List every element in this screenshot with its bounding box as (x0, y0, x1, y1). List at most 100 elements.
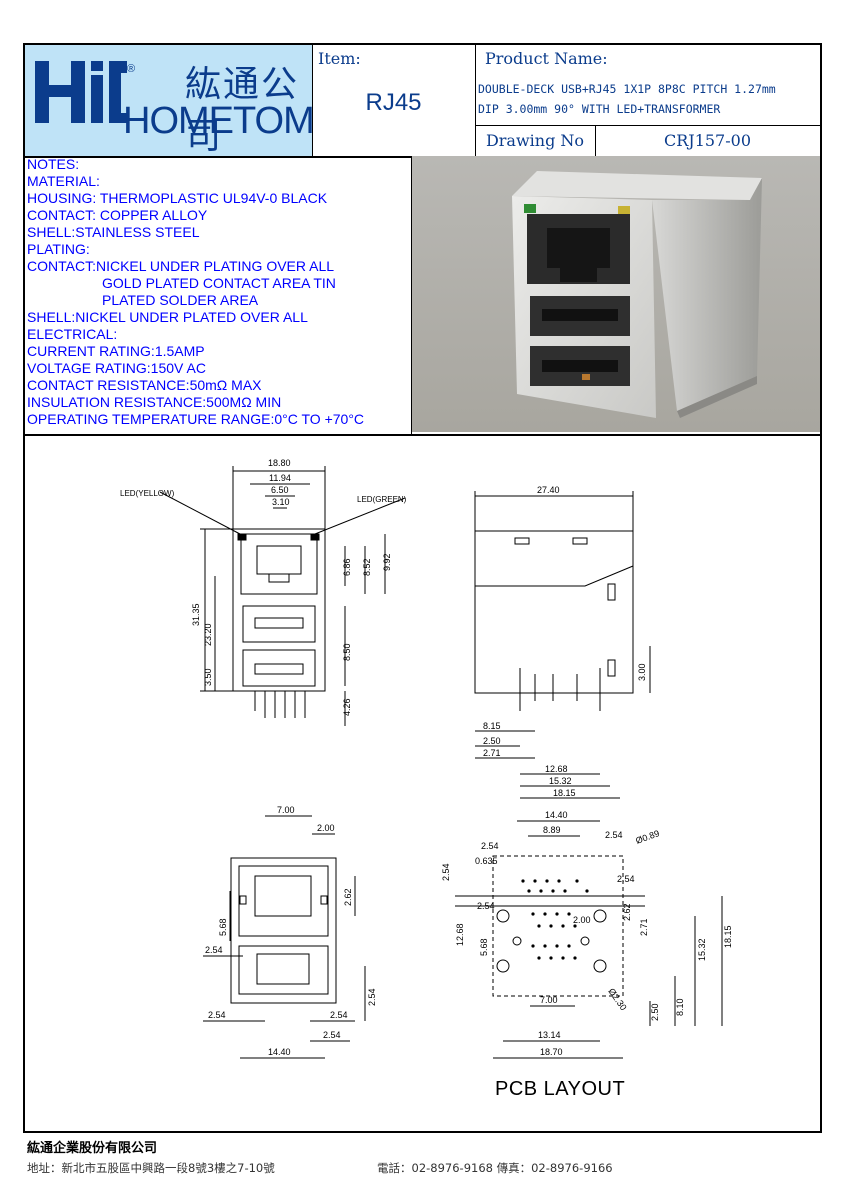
note-line: PLATING: (27, 241, 90, 257)
dim-label: 31.35 (191, 603, 201, 626)
dim-label: 2.00 (573, 915, 591, 925)
technical-drawing-area: 18.80 11.94 6.50 3.10 6.86 8.52 9.92 31.… (25, 436, 820, 1131)
dim-label: 2.50 (483, 736, 501, 746)
side-view (474, 491, 651, 799)
dim-label: 0.635 (475, 856, 498, 866)
note-line: INSULATION RESISTANCE:500MΩ MIN (27, 394, 282, 410)
note-line: SHELL:NICKEL UNDER PLATED OVER ALL (27, 309, 308, 325)
dim-label: Ø0.89 (634, 828, 660, 846)
dim-label: 15.32 (549, 776, 572, 786)
dim-label: 18.80 (268, 458, 291, 468)
notes-and-photo: NOTES: MATERIAL: HOUSING: THERMOPLASTIC … (25, 156, 820, 436)
dim-label: 2.54 (441, 863, 451, 881)
pcb-layout-drawing (455, 820, 723, 1059)
drawing-number-label: Drawing No (475, 126, 596, 157)
dim-label: 2.54 (605, 830, 623, 840)
note-line: CURRENT RATING:1.5AMP (27, 343, 205, 359)
dim-label: 15.32 (697, 938, 707, 961)
item-cell: Item: RJ45 (312, 45, 476, 156)
hit-logo-icon (35, 61, 127, 123)
dim-label: 9.92 (382, 553, 392, 571)
note-line: MATERIAL: (27, 173, 100, 189)
item-label: Item: (318, 49, 361, 68)
dim-label: 23.20 (203, 623, 213, 646)
company-logo: ® 紘通公司 HOMETOM (25, 45, 315, 157)
dim-label: 2.54 (617, 874, 635, 884)
dim-label: 2.50 (650, 1003, 660, 1021)
drawing-number-value: CRJ157-00 (663, 131, 751, 150)
led-yellow-label: LED(YELLOW) (120, 489, 175, 498)
note-line: OPERATING TEMPERATURE RANGE:0°C TO +70°C (27, 411, 365, 427)
dim-label: 7.00 (540, 995, 558, 1005)
dim-label: 2.71 (483, 748, 501, 758)
dim-label: 2.71 (639, 918, 649, 936)
product-name-line2: DIP 3.00mm 90° WITH LED+TRANSFORMER (478, 102, 721, 116)
dim-label: 27.40 (537, 485, 560, 495)
connector-photo-illustration (412, 156, 820, 432)
dim-label: 13.14 (538, 1030, 561, 1040)
dim-label: 8.52 (362, 558, 372, 576)
dim-label: 8.89 (543, 825, 561, 835)
dim-label: 2.00 (317, 823, 335, 833)
footer-address: 地址：新北市五股區中興路一段8號3樓之7-10號 (27, 1161, 275, 1175)
dim-label: 2.54 (477, 901, 495, 911)
dim-label: 2.62 (343, 888, 353, 906)
note-line: CONTACT:NICKEL UNDER PLATING OVER ALL (27, 258, 335, 274)
dim-label: 12.68 (545, 764, 568, 774)
dim-label: 3.10 (272, 497, 290, 507)
drawing-sheet: ® 紘通公司 HOMETOM Item: RJ45 Product Name: … (23, 43, 822, 1133)
item-value: RJ45 (365, 89, 422, 116)
product-cell: Product Name: DOUBLE-DECK USB+RJ45 1X1P … (475, 45, 820, 157)
dim-label: 8.10 (675, 998, 685, 1016)
rear-view-labels: 7.00 2.00 2.62 5.68 2.54 2.54 2.54 2.54 … (205, 805, 377, 1057)
pcb-layout-title: PCB LAYOUT (495, 1078, 626, 1100)
pcb-pins (521, 879, 589, 960)
dim-label: 14.40 (268, 1047, 291, 1057)
logo-chinese-name: 紘通公司 (185, 64, 300, 157)
drawing-number-row: Drawing No CRJ157-00 (475, 125, 820, 157)
dim-label: Ø2.30 (606, 986, 628, 1012)
dim-label: 4.26 (342, 698, 352, 716)
footer-company: 紘通企業股份有限公司 (27, 1141, 158, 1156)
dim-label: 18.15 (723, 925, 733, 948)
dim-label: 14.40 (545, 810, 568, 820)
dim-label: 3.50 (203, 668, 213, 686)
rear-view (203, 815, 366, 1059)
dim-label: 5.68 (218, 918, 228, 936)
dim-label: 11.94 (269, 473, 291, 483)
dim-label: 8.15 (483, 721, 501, 731)
dim-label: 2.54 (481, 841, 499, 851)
notes-block: NOTES: MATERIAL: HOUSING: THERMOPLASTIC … (25, 156, 412, 434)
side-view-labels: 27.40 3.00 8.15 2.50 2.71 12.68 15.32 18… (483, 485, 647, 798)
front-view-labels: 18.80 11.94 6.50 3.10 6.86 8.52 9.92 31.… (120, 458, 407, 716)
led-green-label: LED(GREEN) (357, 495, 407, 504)
note-line: CONTACT RESISTANCE:50mΩ MAX (27, 377, 262, 393)
dim-label: 6.50 (271, 485, 289, 495)
dim-label: 7.00 (277, 805, 295, 815)
dimension-drawings: 18.80 11.94 6.50 3.10 6.86 8.52 9.92 31.… (120, 458, 733, 1059)
registered-mark: ® (127, 63, 136, 75)
note-line: NOTES: (27, 156, 80, 172)
dim-label: 2.54 (205, 945, 223, 955)
note-line: GOLD PLATED CONTACT AREA TIN (102, 275, 336, 291)
footer-phone-fax: 電話：02-8976-9168 傳真：02-8976-9166 (377, 1161, 613, 1175)
dim-label: 12.68 (455, 923, 465, 946)
note-line: SHELL:STAINLESS STEEL (27, 224, 200, 240)
dim-label: 8.50 (342, 643, 352, 661)
front-view (159, 466, 406, 726)
dim-label: 2.54 (330, 1010, 348, 1020)
dim-label: 6.86 (342, 558, 352, 576)
dim-label: 18.15 (553, 788, 576, 798)
pcb-labels: 14.40 8.89 2.54 Ø0.89 2.54 2.54 0.635 2.… (441, 810, 733, 1057)
dim-label: 2.54 (367, 988, 377, 1006)
product-name-line1: DOUBLE-DECK USB+RJ45 1X1P 8P8C PITCH 1.2… (478, 82, 776, 96)
dim-label: 3.00 (637, 663, 647, 681)
dim-label: 2.62 (622, 903, 632, 921)
note-line: ELECTRICAL: (27, 326, 118, 342)
product-label: Product Name: (485, 49, 608, 68)
product-photo (412, 156, 820, 432)
dim-label: 2.54 (208, 1010, 226, 1020)
logo-english-name: HOMETOM (123, 100, 315, 142)
note-line: VOLTAGE RATING:150V AC (27, 360, 206, 376)
dim-label: 2.54 (323, 1030, 341, 1040)
